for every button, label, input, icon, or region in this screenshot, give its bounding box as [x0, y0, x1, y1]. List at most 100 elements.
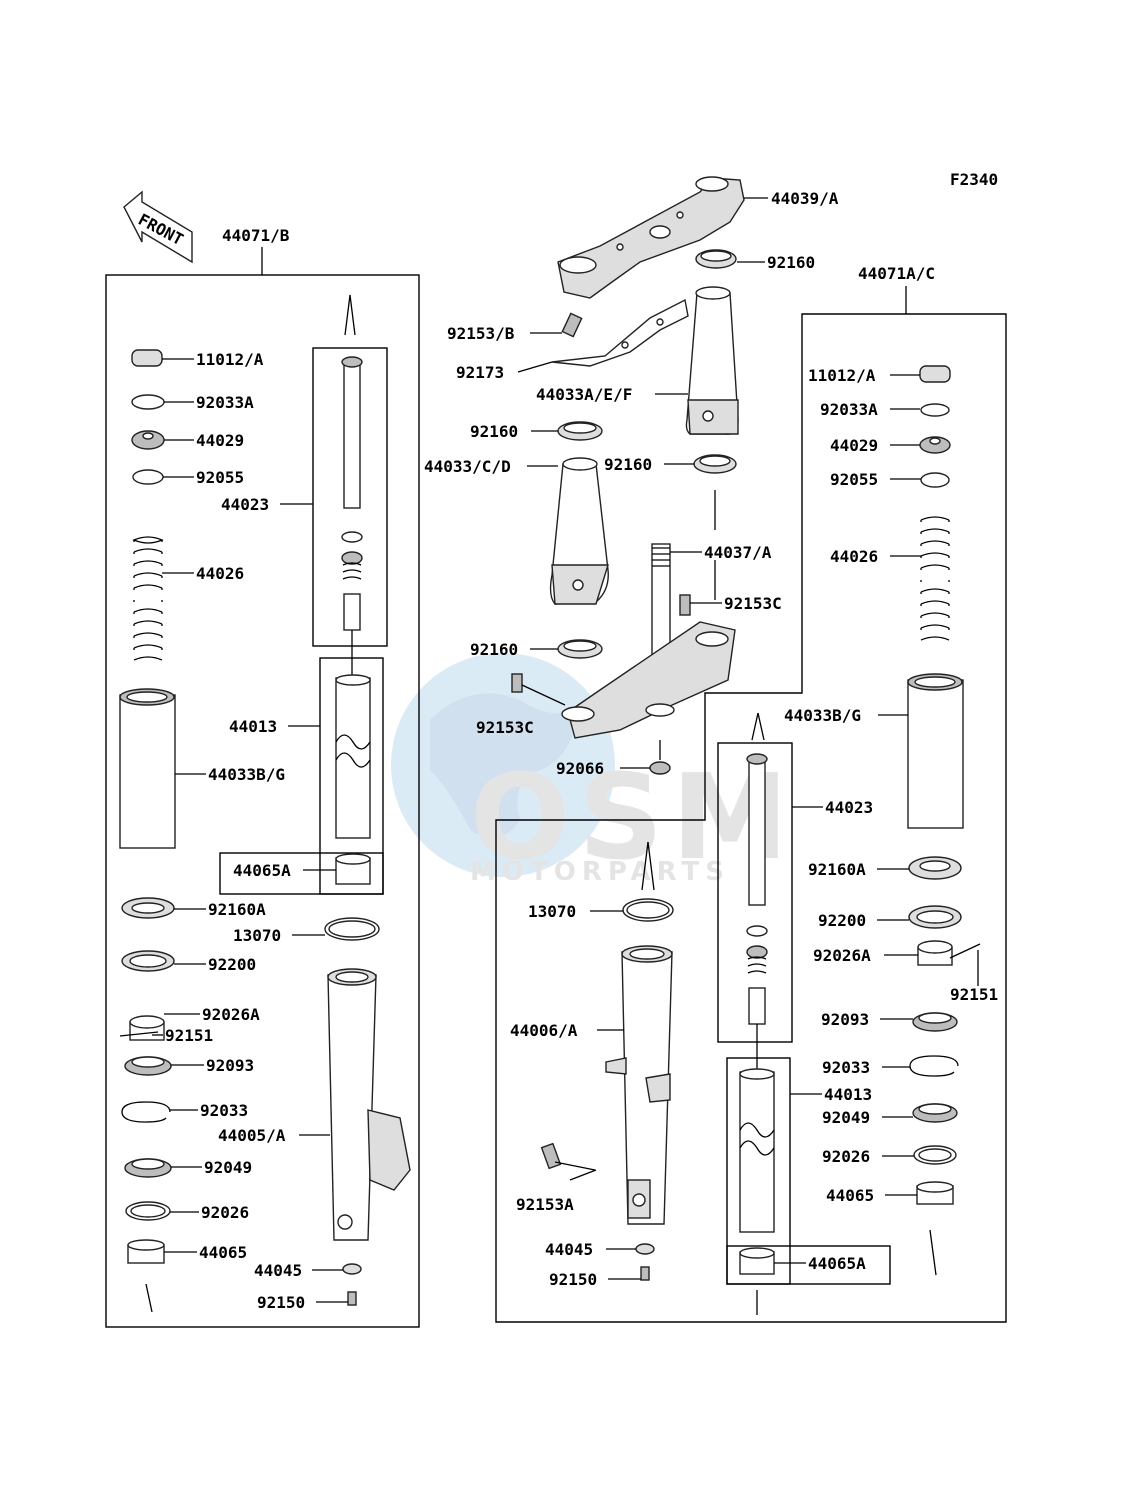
part-92093-right	[912, 1012, 958, 1032]
part-44033cd-cover	[549, 457, 609, 605]
part-44037a-stem	[561, 543, 736, 739]
part-92026-right	[913, 1145, 957, 1165]
label-44071b: 44071/B	[222, 226, 290, 245]
part-92153a	[540, 1142, 596, 1171]
part-92160-mid1	[557, 421, 603, 441]
part-92153c-right	[679, 594, 691, 616]
part-92026a-left	[129, 1015, 165, 1041]
label-92173: 92173	[456, 363, 504, 382]
label-92160-top: 92160	[767, 253, 815, 272]
label-44013-left: 44013	[229, 717, 277, 736]
label-92049-left: 92049	[204, 1158, 252, 1177]
part-92026-left	[125, 1201, 171, 1221]
label-44065a-left: 44065A	[233, 861, 291, 880]
label-44023-left: 44023	[221, 495, 269, 514]
label-44065a-right: 44065A	[808, 1254, 866, 1273]
part-92160-mid2	[693, 454, 737, 474]
label-44029-left: 44029	[196, 431, 244, 450]
part-92055-right	[920, 472, 950, 488]
label-11012a-left: 11012/A	[196, 350, 264, 369]
label-92033a-left: 92033A	[196, 393, 254, 412]
label-44039a: 44039/A	[771, 189, 839, 208]
label-92026-left: 92026	[201, 1203, 249, 1222]
label-92055-left: 92055	[196, 468, 244, 487]
label-92026a-left: 92026A	[202, 1005, 260, 1024]
right-damper-box	[717, 742, 793, 1043]
part-92160a-right	[908, 856, 962, 880]
label-92066: 92066	[556, 759, 604, 778]
label-44033cd: 44033/C/D	[424, 457, 511, 476]
part-92033a-left	[131, 394, 165, 410]
label-44029-right: 44029	[830, 436, 878, 455]
label-92200-left: 92200	[208, 955, 256, 974]
label-92055-right: 92055	[830, 470, 878, 489]
part-92049-left	[124, 1158, 172, 1178]
label-92026-right: 92026	[822, 1147, 870, 1166]
part-92033-left	[121, 1101, 171, 1123]
part-44023-right	[746, 712, 768, 1025]
label-92160-mid1: 92160	[470, 422, 518, 441]
part-44065-left	[127, 1239, 165, 1264]
label-92153c-left: 92153C	[476, 718, 534, 737]
label-92160a-right: 92160A	[808, 860, 866, 879]
label-44026-right: 44026	[830, 547, 878, 566]
label-92093-right: 92093	[821, 1010, 869, 1029]
part-92173	[551, 298, 689, 367]
label-44045-right: 44045	[545, 1240, 593, 1259]
part-44026-left	[132, 536, 164, 661]
label-44026-left: 44026	[196, 564, 244, 583]
label-92150-right: 92150	[549, 1270, 597, 1289]
part-44029-left	[131, 430, 165, 450]
part-92150-right	[640, 1266, 650, 1281]
part-44065a-right	[739, 1247, 775, 1275]
label-13070-left: 13070	[233, 926, 281, 945]
part-92049-right	[912, 1103, 958, 1123]
label-44033bg-left: 44033B/G	[208, 765, 285, 784]
part-13070-left	[324, 917, 380, 941]
part-44026-right	[920, 516, 950, 641]
part-92026a-right	[917, 940, 953, 966]
right-44065a-box	[726, 1245, 891, 1285]
label-92033-left: 92033	[200, 1101, 248, 1120]
part-92200-right	[908, 905, 962, 929]
part-92151-right	[949, 943, 981, 959]
part-44005a-left	[327, 968, 411, 1241]
part-92200-left	[121, 950, 175, 972]
part-44045-left	[342, 1263, 362, 1275]
right-fork-box	[495, 313, 1007, 1323]
part-44013-right	[739, 1068, 775, 1233]
label-92033-right: 92033	[822, 1058, 870, 1077]
label-44033bg-right: 44033B/G	[784, 706, 861, 725]
label-92153a: 92153A	[516, 1195, 574, 1214]
left-damper-box	[312, 347, 388, 647]
part-92160a-left	[121, 897, 175, 919]
label-44033aef: 44033A/E/F	[536, 385, 632, 404]
part-92151-left	[119, 1031, 159, 1037]
part-44065-right	[916, 1181, 954, 1205]
label-92151-left: 92151	[165, 1026, 213, 1045]
label-44006a: 44006/A	[510, 1021, 578, 1040]
watermark-brand: OSM	[470, 748, 797, 886]
label-44013-right: 44013	[824, 1085, 872, 1104]
label-92150-left: 92150	[257, 1293, 305, 1312]
label-92026a-right: 92026A	[813, 946, 871, 965]
label-92160-mid3: 92160	[470, 640, 518, 659]
watermark: OSM MOTORPARTS	[391, 653, 797, 887]
label-92200-right: 92200	[818, 911, 866, 930]
part-44039a-top-bracket	[557, 176, 745, 299]
part-92150-left	[347, 1291, 357, 1306]
label-92153c-right: 92153C	[724, 594, 782, 613]
label-92153b: 92153/B	[447, 324, 515, 343]
label-44037a: 44037/A	[704, 543, 772, 562]
watermark-sub: MOTORPARTS	[470, 857, 730, 887]
part-44065a-left	[335, 853, 371, 885]
part-44033aef-cover	[685, 286, 739, 435]
part-92153c-left	[511, 673, 523, 693]
part-44029-right	[919, 436, 951, 454]
part-92066	[649, 761, 671, 775]
part-44033bg-right	[907, 673, 964, 829]
part-44023-left	[341, 294, 363, 631]
part-44006a-right	[605, 945, 673, 1225]
label-92049-right: 92049	[822, 1108, 870, 1127]
part-13070-right	[622, 898, 674, 922]
